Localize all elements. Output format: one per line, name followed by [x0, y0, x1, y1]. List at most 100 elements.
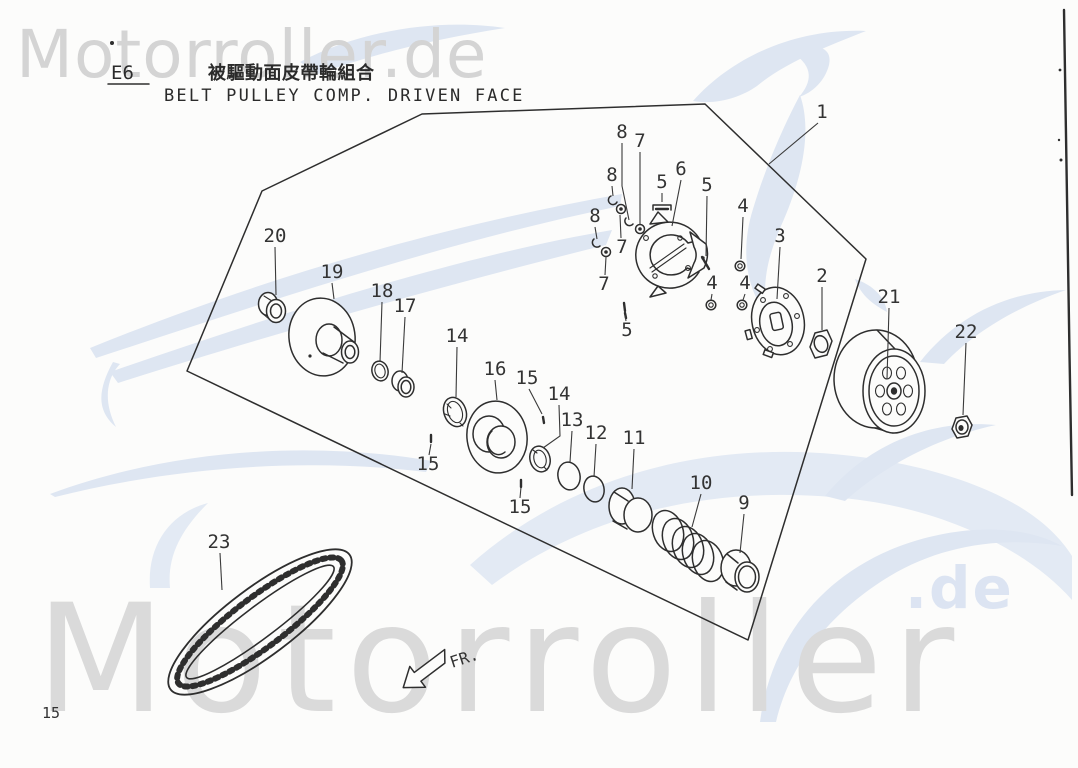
- callout-leader-20: [274, 246, 277, 296]
- plate-hole: [783, 293, 789, 299]
- header: E6 被驅動面皮帶輪組合 BELT PULLEY COMP. DRIVEN FA…: [107, 41, 525, 106]
- bell-hole: [881, 402, 893, 416]
- pin-head: [701, 256, 705, 260]
- part-4-nuts: [705, 260, 748, 311]
- callout-leader-15: [528, 388, 543, 415]
- part-19-driven-face: [288, 297, 360, 377]
- callout-leader-3: [776, 246, 781, 300]
- part-16-movable-face: [466, 400, 528, 474]
- nut-bore: [604, 250, 608, 254]
- callout-label-23: 23: [208, 531, 231, 553]
- callout-leader-8: [611, 185, 614, 197]
- nut-bore: [708, 302, 714, 308]
- callout-leader-7: [619, 214, 622, 239]
- callout-leader-1: [768, 122, 819, 165]
- scan-line: [1062, 8, 1074, 497]
- scan-edge-artifact: [1057, 8, 1074, 497]
- pin-bracket: [652, 204, 672, 211]
- callout-label-17: 17: [394, 295, 417, 317]
- plate-tab: [744, 328, 753, 341]
- bell-edge: [876, 329, 896, 350]
- callout-label-5: 5: [621, 319, 632, 341]
- washer-inner: [446, 400, 464, 424]
- callout-label-7: 7: [634, 130, 645, 152]
- callout-leader-4: [710, 293, 713, 301]
- callout-label-8: 8: [589, 205, 600, 227]
- nut: [734, 260, 746, 272]
- collar-edge: [725, 581, 738, 591]
- callout-label-5: 5: [701, 174, 712, 196]
- watermark-layer: Motorroller.de Motorroller .de: [16, 16, 1072, 747]
- callout-leader-12: [593, 443, 597, 478]
- nut: [736, 299, 748, 311]
- nut-bore: [638, 227, 642, 231]
- shoe-spring-link: [649, 243, 685, 269]
- callout-leader-5: [705, 195, 708, 257]
- callout-leader-15: [428, 443, 432, 456]
- washer-hatch: [459, 422, 464, 427]
- callout-leader-4: [742, 293, 746, 301]
- watermark-wave-upper: [90, 194, 622, 358]
- washer-hatch: [446, 403, 452, 409]
- bell-hole: [902, 384, 914, 398]
- washer-hatch: [543, 466, 548, 471]
- spring-coil: [671, 525, 705, 569]
- pin: [622, 301, 627, 313]
- exploded-parts-drawing: FR.: [167, 195, 973, 696]
- callout-label-15: 15: [516, 367, 539, 389]
- part-3-drive-plate: [744, 283, 806, 359]
- disc-hole: [308, 354, 312, 358]
- shoe-pivot-hole: [652, 273, 658, 279]
- callout-label-20: 20: [264, 225, 287, 247]
- seat-front: [623, 497, 653, 533]
- callout-leader-14: [542, 404, 561, 449]
- plate-inner-ring: [758, 301, 794, 347]
- callout-label-14: 14: [446, 325, 469, 347]
- watermark-swoosh-title: [300, 24, 505, 74]
- nut-hex: [809, 329, 833, 359]
- callout-label-11: 11: [623, 427, 646, 449]
- callout-leader-6: [671, 179, 682, 227]
- shoe-spring-link: [651, 247, 687, 273]
- bell-face-ring: [868, 355, 920, 427]
- plate-hole: [787, 341, 793, 347]
- callout-leader-18: [379, 301, 383, 363]
- callout-label-3: 3: [774, 225, 785, 247]
- part-8-clips: [591, 195, 634, 248]
- shaft-edge: [322, 352, 344, 364]
- shaft-end: [340, 340, 360, 364]
- part-14-washer-left: [442, 396, 468, 428]
- callout-label-1: 1: [816, 101, 827, 123]
- shoe-pivot-hole: [677, 235, 683, 241]
- fr-direction: FR.: [402, 645, 481, 689]
- callout-label-4: 4: [737, 195, 748, 217]
- nut: [705, 299, 717, 311]
- callout-label-15: 15: [509, 496, 532, 518]
- callout-label-8: 8: [616, 121, 627, 143]
- callout-label-10: 10: [690, 472, 713, 494]
- plate-hole: [754, 327, 760, 333]
- watermark-swoosh-hook: [793, 46, 830, 97]
- watermark-top-text: Motorroller.de: [16, 16, 487, 93]
- watermark-swoosh-crescent-right: [855, 279, 887, 312]
- callout-label-7: 7: [616, 236, 627, 258]
- watermark-wave-bottom-left: [50, 450, 432, 497]
- shoe-pivot-hole: [643, 235, 649, 241]
- callout-leader-19: [331, 282, 335, 300]
- callout-leader-16: [494, 379, 498, 401]
- part-22-lock-nut: [951, 415, 973, 439]
- shoe-tab-top: [649, 211, 669, 225]
- title-english: BELT PULLEY COMP. DRIVEN FACE: [164, 86, 525, 106]
- spacer-front: [265, 298, 287, 324]
- oring-outer: [371, 360, 389, 382]
- title-chinese: 被驅動面皮帶輪組合: [208, 62, 375, 84]
- watermark-arc-right-upper: [920, 290, 1066, 364]
- part-13-oring: [557, 461, 581, 491]
- callout-label-16: 16: [484, 358, 507, 380]
- spacer-edge: [263, 295, 273, 302]
- section-code: E6: [111, 62, 134, 84]
- plate-center-hole: [769, 311, 785, 332]
- belt-inner: [185, 564, 335, 680]
- part-17-bushing: [391, 370, 415, 398]
